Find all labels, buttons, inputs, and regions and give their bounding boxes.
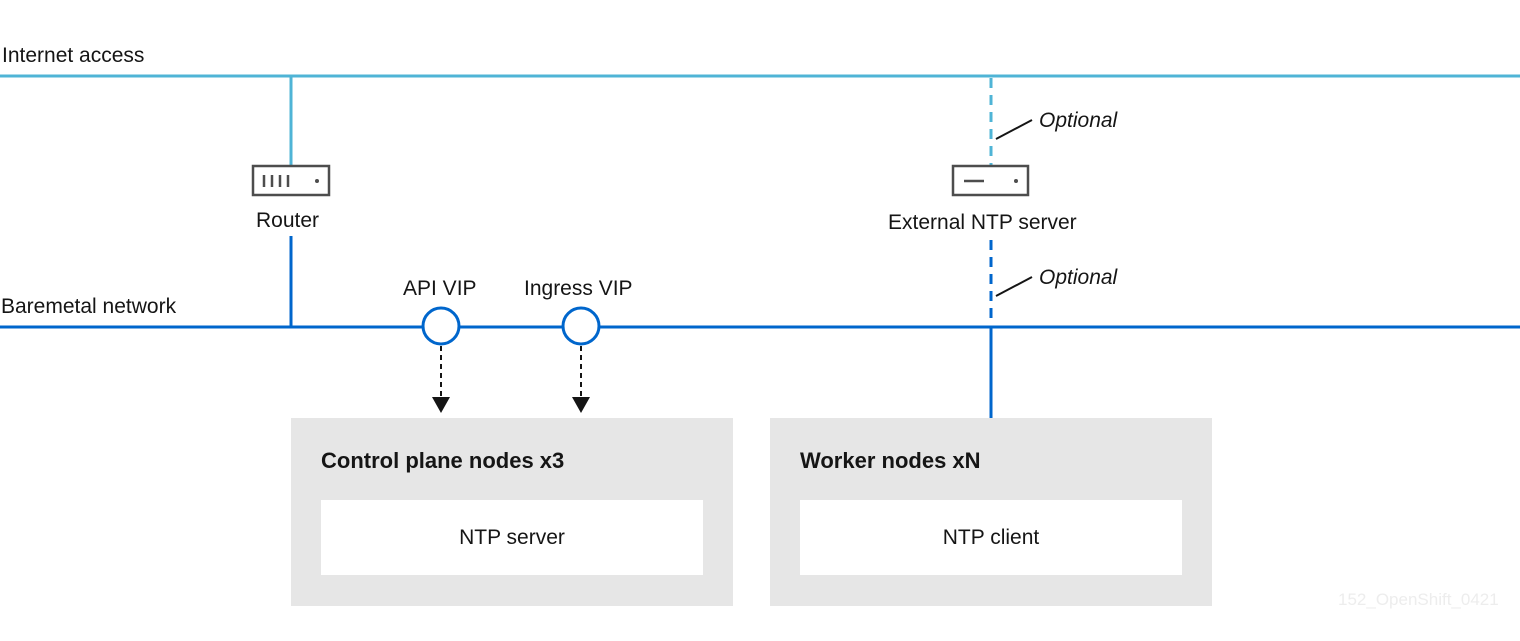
api-vip-arrowhead	[432, 397, 450, 413]
ntp-server-icon	[951, 164, 1030, 197]
ntp-server-box: NTP server	[321, 500, 703, 575]
ingress-vip-circle	[561, 306, 601, 346]
control-plane-title: Control plane nodes x3	[321, 448, 565, 473]
internet-access-label: Internet access	[2, 44, 145, 67]
ingress-vip-label: Ingress VIP	[524, 277, 633, 300]
router-icon	[251, 164, 331, 197]
ntp-client-text: NTP client	[942, 525, 1040, 549]
baremetal-network-label: Baremetal network	[1, 295, 177, 318]
control-plane-box: Control plane nodes x3 NTP server	[291, 418, 733, 606]
worker-nodes-title: Worker nodes xN	[800, 448, 981, 473]
optional-label-internet: Optional	[1039, 109, 1118, 132]
ntp-external-label: External NTP server	[888, 211, 1077, 234]
worker-nodes-box: Worker nodes xN NTP client	[770, 418, 1212, 606]
ingress-vip-arrowhead	[572, 397, 590, 413]
ntp-client-box: NTP client	[800, 500, 1182, 575]
optional-leader-1	[995, 119, 1033, 140]
optional-label-baremetal: Optional	[1039, 266, 1118, 289]
api-vip-circle	[421, 306, 461, 346]
optional-leader-2	[995, 276, 1033, 297]
router-label: Router	[256, 209, 320, 232]
watermark-text: 152_OpenShift_0421	[1338, 590, 1499, 609]
api-vip-label: API VIP	[403, 277, 477, 300]
ntp-server-text: NTP server	[459, 525, 565, 549]
